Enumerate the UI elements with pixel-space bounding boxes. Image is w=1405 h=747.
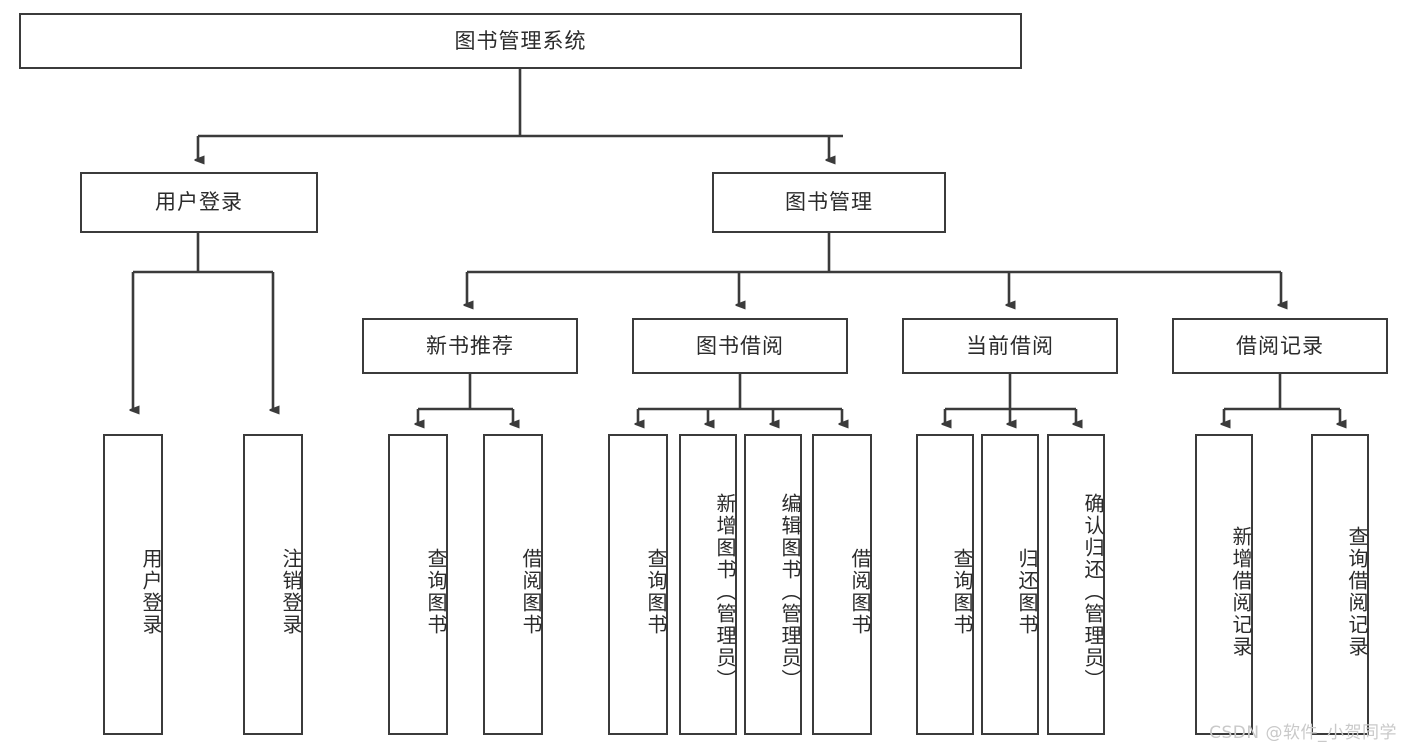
node-label: 查询图书 xyxy=(950,547,974,636)
node-label: 新书推荐 xyxy=(426,333,514,358)
node-root-book-management-system[interactable]: 图书管理系统 xyxy=(19,13,1022,69)
node-label: 新增图书（管理员） xyxy=(713,492,737,691)
node-user-login[interactable]: 用户登录 xyxy=(80,172,318,233)
node-label: 借阅图书 xyxy=(848,547,872,636)
node-label: 注销登录 xyxy=(279,547,303,636)
csdn-watermark: CSDN @软件_小贺同学 xyxy=(1209,723,1397,743)
node-label: 图书借阅 xyxy=(696,333,784,358)
node-current-borrow[interactable]: 当前借阅 xyxy=(902,318,1118,374)
node-label: 图书管理系统 xyxy=(454,28,587,53)
leaf-query-book-current[interactable]: 查询图书 xyxy=(916,434,974,735)
leaf-return-book[interactable]: 归还图书 xyxy=(981,434,1039,735)
leaf-query-book-borrow[interactable]: 查询图书 xyxy=(608,434,668,735)
node-book-borrow[interactable]: 图书借阅 xyxy=(632,318,848,374)
leaf-query-book-new-rec[interactable]: 查询图书 xyxy=(388,434,448,735)
leaf-query-borrow-record[interactable]: 查询借阅记录 xyxy=(1311,434,1369,735)
node-new-book-recommendation[interactable]: 新书推荐 xyxy=(362,318,578,374)
leaf-edit-book-admin[interactable]: 编辑图书（管理员） xyxy=(744,434,802,735)
node-label: 当前借阅 xyxy=(966,333,1054,358)
leaf-add-borrow-record[interactable]: 新增借阅记录 xyxy=(1195,434,1253,735)
node-label: 编辑图书（管理员） xyxy=(778,492,802,691)
leaf-logout[interactable]: 注销登录 xyxy=(243,434,303,735)
leaf-user-login[interactable]: 用户登录 xyxy=(103,434,163,735)
leaf-confirm-return-admin[interactable]: 确认归还（管理员） xyxy=(1047,434,1105,735)
node-label: 借阅图书 xyxy=(519,547,543,636)
node-label: 查询图书 xyxy=(424,547,448,636)
node-label: 确认归还（管理员） xyxy=(1081,492,1105,691)
node-borrow-record[interactable]: 借阅记录 xyxy=(1172,318,1388,374)
leaf-add-book-admin[interactable]: 新增图书（管理员） xyxy=(679,434,737,735)
leaf-borrow-book-borrow[interactable]: 借阅图书 xyxy=(812,434,872,735)
node-label: 查询图书 xyxy=(644,547,668,636)
node-label: 图书管理 xyxy=(785,190,873,214)
leaf-borrow-book-new-rec[interactable]: 借阅图书 xyxy=(483,434,543,735)
node-label: 用户登录 xyxy=(155,190,243,214)
node-label: 用户登录 xyxy=(139,547,163,636)
node-label: 借阅记录 xyxy=(1236,333,1324,358)
node-book-manage[interactable]: 图书管理 xyxy=(712,172,946,233)
node-label: 查询借阅记录 xyxy=(1345,525,1369,658)
node-label: 新增借阅记录 xyxy=(1229,525,1253,658)
node-label: 归还图书 xyxy=(1015,547,1039,636)
